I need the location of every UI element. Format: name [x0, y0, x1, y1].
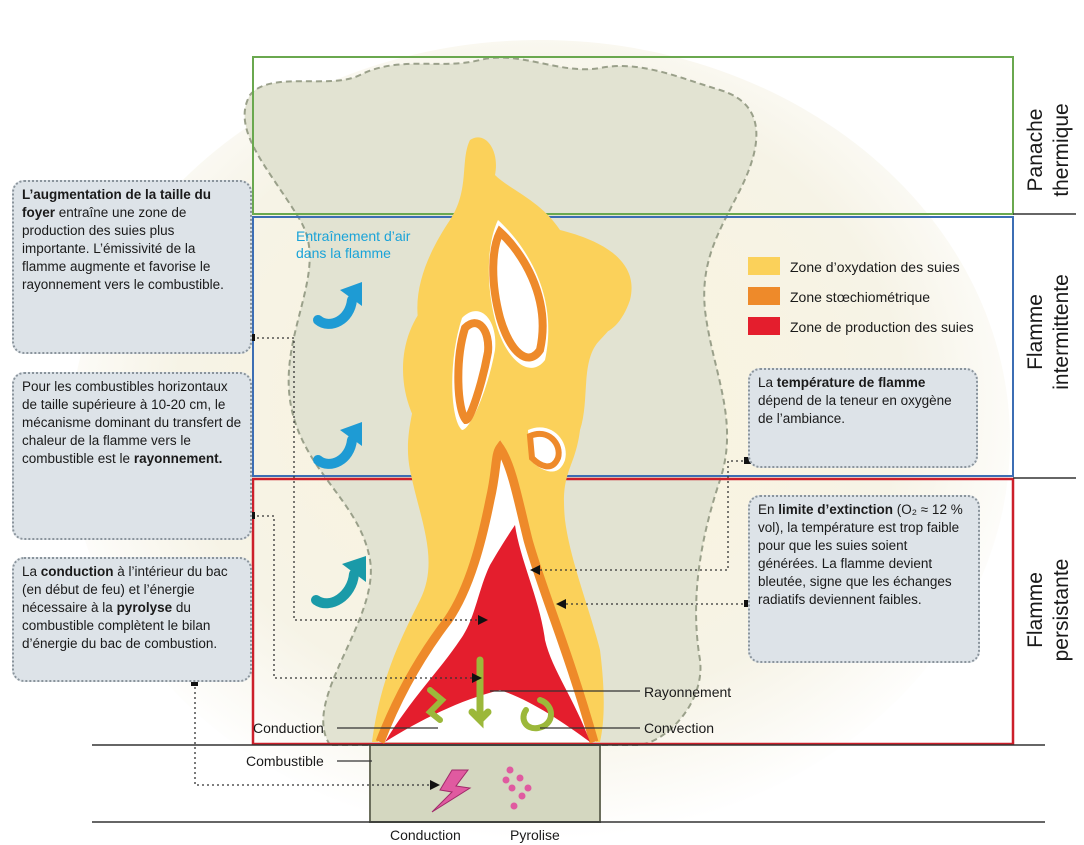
legend-swatch-stoechio	[748, 287, 780, 305]
legend-swatch-production	[748, 317, 780, 335]
label-rayonnement: Rayonnement	[644, 684, 731, 700]
box-rayonnement: Pour les combustibles horizontaux de tai…	[12, 372, 252, 540]
label-conduction-bottom: Conduction	[390, 827, 461, 843]
legend-production: Zone de production des suies	[790, 318, 974, 336]
legend-swatch-oxydation	[748, 257, 780, 275]
label-conduction-left: Conduction	[253, 720, 324, 736]
box-conduction-pyrolyse: La conduction à l’intérieur du bac (en d…	[12, 557, 252, 682]
box-foyer-size: L’augmentation de la taille du foyer ent…	[12, 180, 252, 354]
legend-stoechio: Zone stœchiométrique	[790, 288, 930, 306]
legend-oxydation: Zone d’oxydation des suies	[790, 258, 960, 276]
label-combustible: Combustible	[246, 753, 324, 769]
box-limite-extinction: En limite d’extinction (O₂ ≈ 12 % vol), …	[748, 495, 980, 663]
label-convection: Convection	[644, 720, 714, 736]
fuel-tray	[370, 745, 600, 822]
box-temperature-flamme: La température de flamme dépend de la te…	[748, 368, 978, 468]
label-pyrolise: Pyrolise	[510, 827, 560, 843]
